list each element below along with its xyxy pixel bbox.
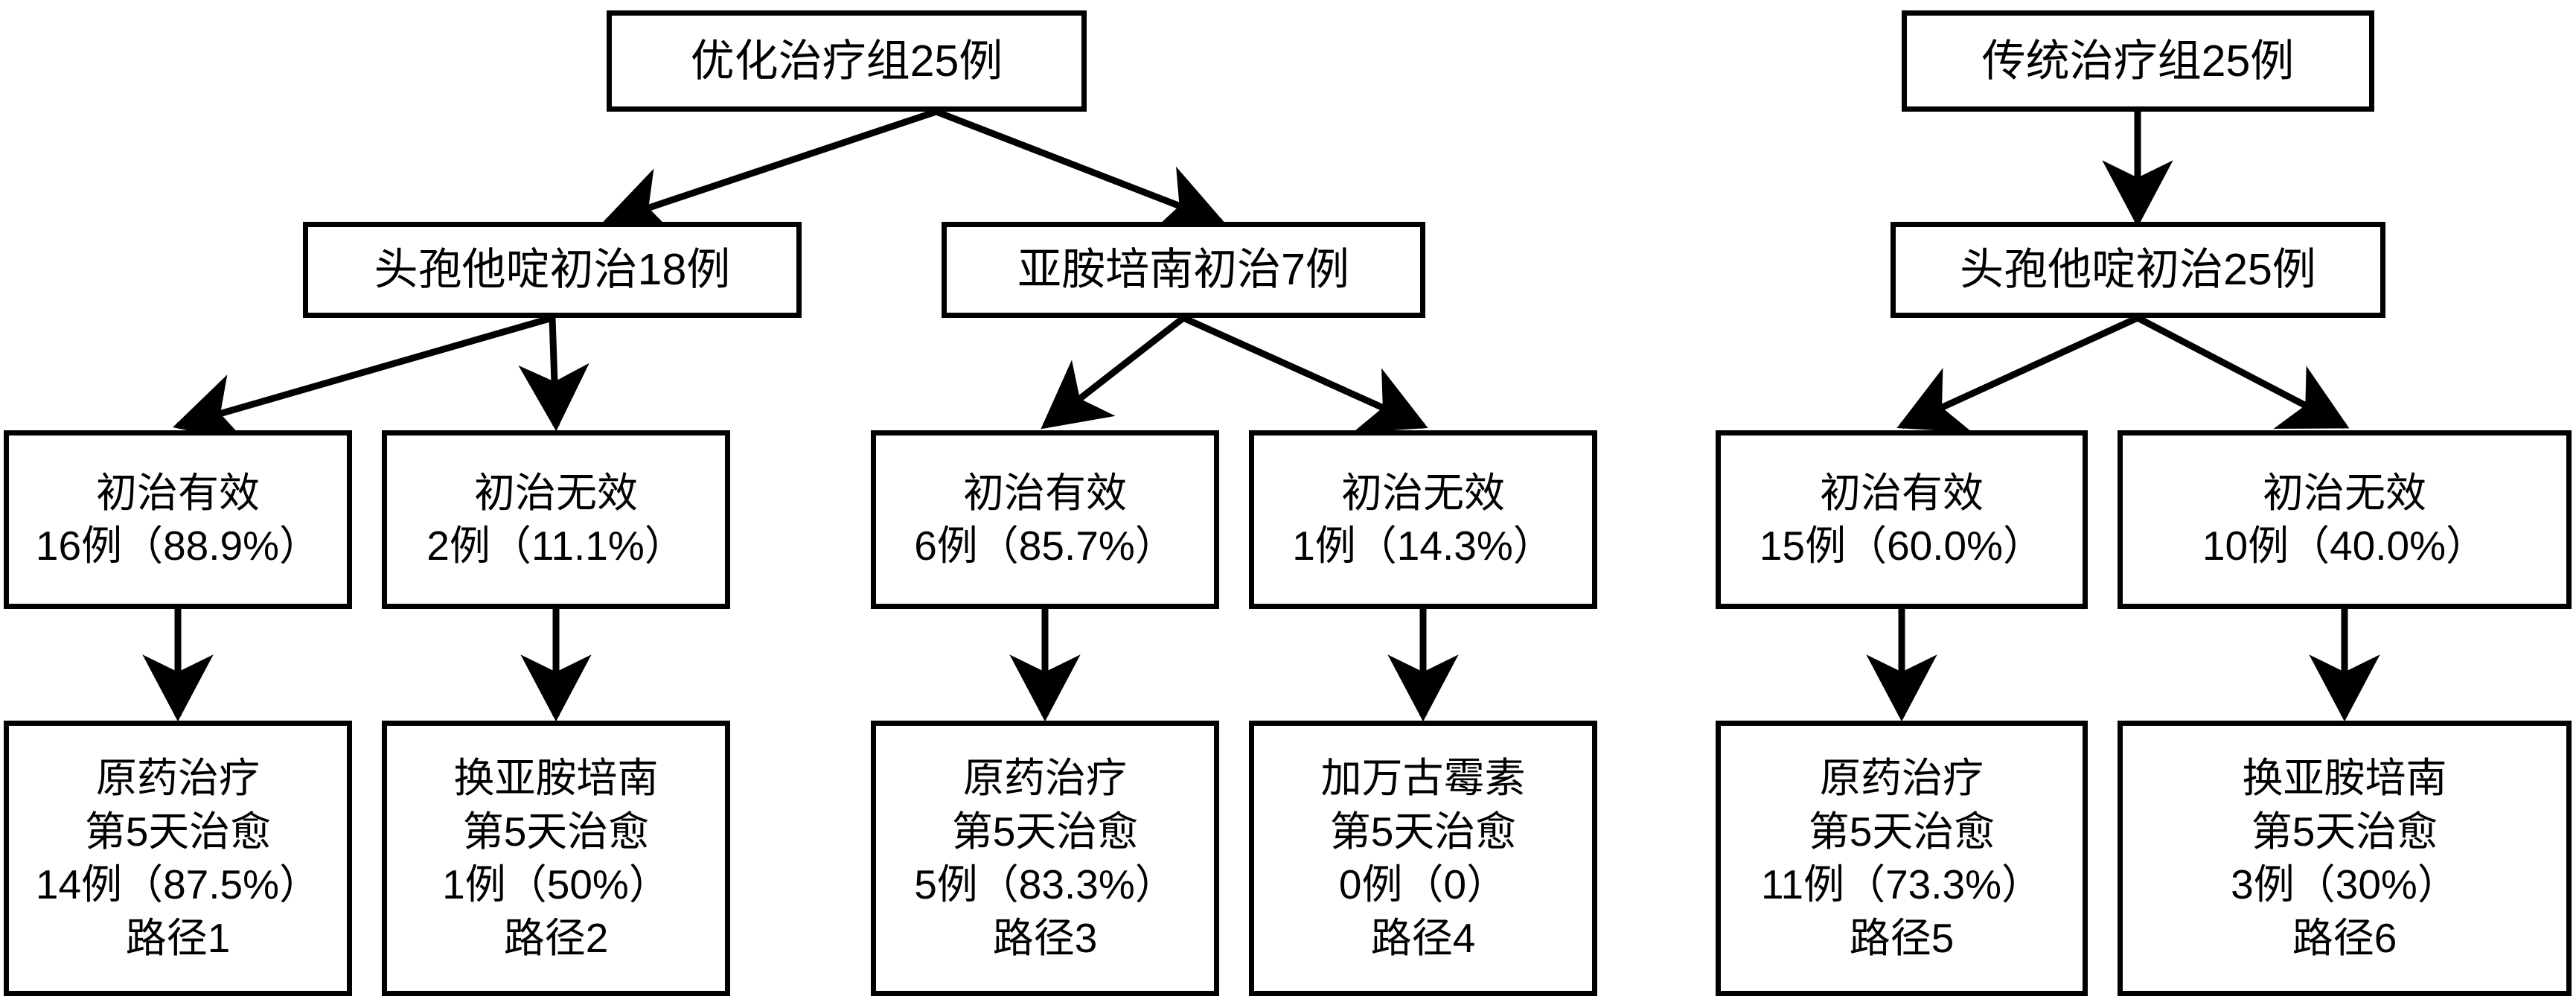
node-right-root-line-0: 传统治疗组25例 [1981,36,2295,86]
node-path-2-line-2: 1例（50%） [442,861,670,907]
node-outcome-2-ineffective[interactable]: 初治无效 2例（11.1%） [382,430,730,609]
node-path-6-line-0: 换亚胺培南 [2242,755,2447,801]
node-outcome-5-line-0: 初治有效 [1819,469,1984,516]
node-path-1-line-3: 路径1 [125,914,231,961]
node-path-4-line-0: 加万古霉素 [1320,755,1526,801]
node-outcome-6-line-0: 初治无效 [2262,469,2426,516]
node-path-5-line-0: 原药治疗 [1819,755,1984,801]
node-left-branch-cefta18[interactable]: 头孢他啶初治18例 [303,222,802,318]
node-left-branch-cefta18-line-0: 头孢他啶初治18例 [374,245,731,295]
node-outcome-6-ineffective[interactable]: 初治无效 10例（40.0%） [2118,430,2572,609]
node-left-root-line-0: 优化治疗组25例 [690,36,1003,86]
node-path-4-line-1: 第5天治愈 [1329,808,1517,855]
node-left-root[interactable]: 优化治疗组25例 [607,10,1087,112]
node-path-2-line-1: 第5天治愈 [462,808,650,855]
node-path-3-line-1: 第5天治愈 [951,808,1139,855]
node-outcome-1-line-1: 16例（88.9%） [35,523,321,569]
node-outcome-5-line-1: 15例（60.0%） [1759,523,2045,569]
node-right-branch-cefta25[interactable]: 头孢他啶初治25例 [1891,222,2385,318]
node-outcome-3-line-1: 6例（85.7%） [914,523,1176,569]
node-left-branch-imipenem7-line-0: 亚胺培南初治7例 [1017,245,1349,295]
node-outcome-3-effective[interactable]: 初治有效 6例（85.7%） [871,430,1219,609]
node-right-root[interactable]: 传统治疗组25例 [1902,10,2374,112]
node-outcome-4-line-1: 1例（14.3%） [1292,523,1554,569]
node-path-1-line-1: 第5天治愈 [84,808,272,855]
edge-branch-a-to-outcome-1 [173,314,554,443]
node-outcome-1-line-0: 初治有效 [95,469,260,516]
edge-branch-r-to-outcome-6 [2135,315,2350,430]
node-path-5-line-3: 路径5 [1849,914,1955,961]
node-path-4[interactable]: 加万古霉素 第5天治愈 0例（0） 路径4 [1249,721,1597,996]
node-path-4-line-3: 路径4 [1370,914,1476,961]
edge-branch-r-to-outcome-5 [1896,314,2139,433]
node-path-6-line-3: 路径6 [2292,914,2397,961]
node-path-6[interactable]: 换亚胺培南 第5天治愈 3例（30%） 路径6 [2118,721,2572,996]
node-path-2-line-3: 路径2 [503,914,609,961]
node-path-3-line-0: 原药治疗 [962,755,1127,801]
node-outcome-5-effective[interactable]: 初治有效 15例（60.0%） [1716,430,2088,609]
edge-leftroot-to-branch-a [601,108,938,237]
node-right-branch-cefta25-line-0: 头孢他啶初治25例 [1960,245,2316,295]
node-path-3-line-3: 路径3 [992,914,1098,961]
node-path-6-line-2: 3例（30%） [2231,861,2458,907]
node-path-3[interactable]: 原药治疗 第5天治愈 5例（83.3%） 路径3 [871,721,1219,996]
node-path-5[interactable]: 原药治疗 第5天治愈 11例（73.3%） 路径5 [1716,721,2088,996]
node-path-1[interactable]: 原药治疗 第5天治愈 14例（87.5%） 路径1 [4,721,352,996]
node-path-5-line-1: 第5天治愈 [1808,808,1995,855]
node-path-5-line-2: 11例（73.3%） [1760,861,2043,907]
node-path-2[interactable]: 换亚胺培南 第5天治愈 1例（50%） 路径2 [382,721,730,996]
node-path-2-line-0: 换亚胺培南 [453,755,659,801]
node-path-1-line-2: 14例（87.5%） [35,861,321,907]
node-path-6-line-1: 第5天治愈 [2251,808,2438,855]
edge-branch-b-to-outcome-3 [1041,315,1186,430]
node-outcome-4-line-0: 初治无效 [1340,469,1505,516]
node-outcome-2-line-0: 初治无效 [473,469,638,516]
node-left-branch-imipenem7[interactable]: 亚胺培南初治7例 [942,222,1425,318]
node-path-1-line-0: 原药治疗 [95,755,260,801]
node-outcome-1-effective[interactable]: 初治有效 16例（88.9%） [4,430,352,609]
node-outcome-2-line-1: 2例（11.1%） [426,523,685,569]
edge-branch-b-to-outcome-4 [1182,314,1428,433]
node-path-3-line-2: 5例（83.3%） [914,861,1176,907]
node-path-4-line-2: 0例（0） [1338,861,1508,907]
node-outcome-3-line-0: 初治有效 [962,469,1127,516]
edge-leftroot-to-branch-b [935,108,1226,233]
node-outcome-6-line-1: 10例（40.0%） [2202,523,2487,569]
edge-branch-a-to-outcome-2 [518,317,589,432]
node-outcome-4-ineffective[interactable]: 初治无效 1例（14.3%） [1249,430,1597,609]
